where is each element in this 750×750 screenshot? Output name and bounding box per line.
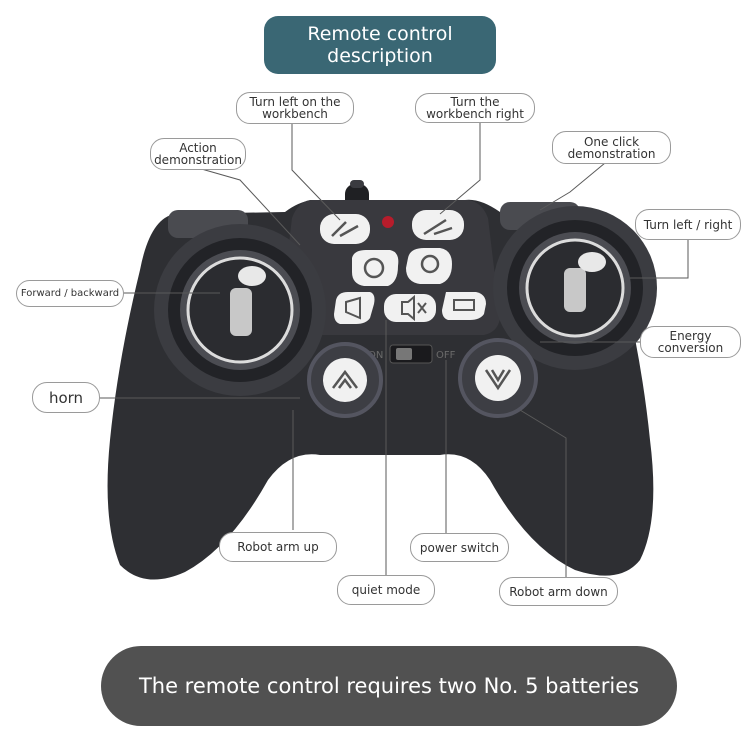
switch-on-label: ON — [368, 350, 383, 361]
label-quiet-mode: quiet mode — [337, 575, 435, 605]
arm-down-icon — [484, 369, 512, 391]
battery-icon — [453, 299, 475, 311]
label-action-demonstration: Action demonstration — [150, 138, 246, 170]
switch-off-label: OFF — [436, 350, 456, 361]
label-energy-conversion: Energy conversion — [640, 326, 741, 358]
power-indicator-led — [382, 216, 394, 228]
left-joystick — [154, 224, 326, 396]
turn-right-workbench-button[interactable] — [412, 210, 464, 240]
battery-note: The remote control requires two No. 5 ba… — [101, 646, 677, 726]
label-robot-arm-down: Robot arm down — [499, 577, 618, 606]
megaphone-icon — [345, 296, 361, 320]
label-robot-arm-up: Robot arm up — [219, 532, 337, 562]
power-switch[interactable] — [389, 344, 433, 364]
speaker-mute-icon — [401, 294, 427, 322]
energy-conversion-button[interactable] — [442, 292, 486, 320]
page-title: Remote control description — [264, 16, 496, 74]
gear-icon — [420, 254, 440, 274]
label-horn: horn — [32, 382, 100, 413]
label-one-click-demonstration: One click demonstration — [552, 131, 671, 164]
label-power-switch: power switch — [410, 533, 509, 562]
robot-arm-down-button[interactable] — [458, 338, 538, 418]
film-reel-icon — [363, 257, 385, 279]
horn-button[interactable] — [334, 292, 375, 324]
action-demonstration-button[interactable] — [352, 250, 399, 286]
quiet-mode-button[interactable] — [384, 294, 436, 322]
arm-up-icon — [332, 369, 358, 389]
label-turn-left-workbench: Turn left on the workbench — [236, 92, 354, 124]
label-forward-backward: Forward / backward — [16, 280, 124, 307]
one-click-demonstration-button[interactable] — [406, 248, 452, 284]
right-joystick — [493, 206, 657, 370]
callout-lines — [100, 121, 689, 578]
robot-arm-up-button[interactable] — [307, 342, 383, 418]
turn-left-workbench-button[interactable] — [320, 214, 370, 244]
label-turn-left-right: Turn left / right — [635, 209, 741, 240]
label-turn-right-workbench: Turn the workbench right — [415, 93, 535, 123]
